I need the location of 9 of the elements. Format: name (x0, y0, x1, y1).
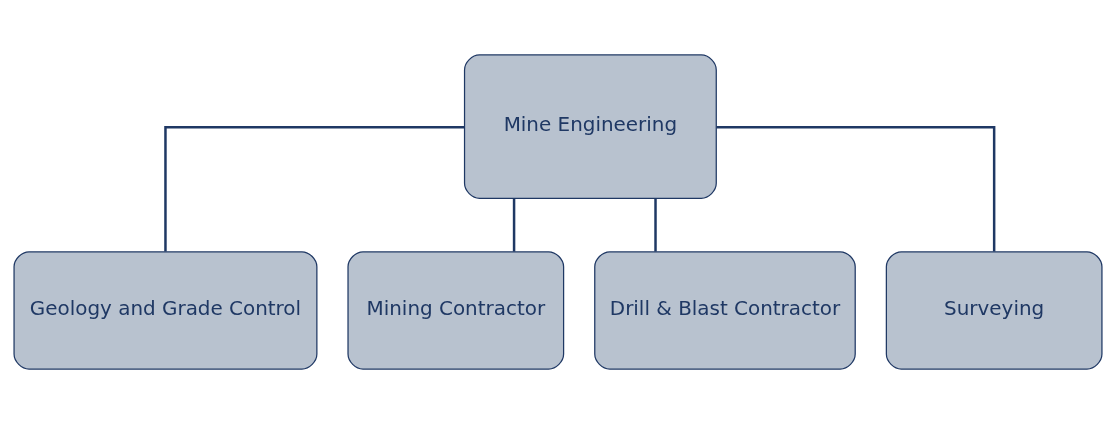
node-box: Surveying (885, 250, 1103, 370)
node-box: Geology and Grade Control (13, 250, 318, 370)
node-box: Drill & Blast Contractor (594, 250, 856, 370)
connector (164, 125, 465, 251)
connector (512, 198, 516, 252)
connector (654, 198, 657, 252)
connector (716, 125, 996, 251)
node-box: Mine Engineering (463, 53, 717, 199)
node-box: Mining Contractor (347, 250, 565, 370)
